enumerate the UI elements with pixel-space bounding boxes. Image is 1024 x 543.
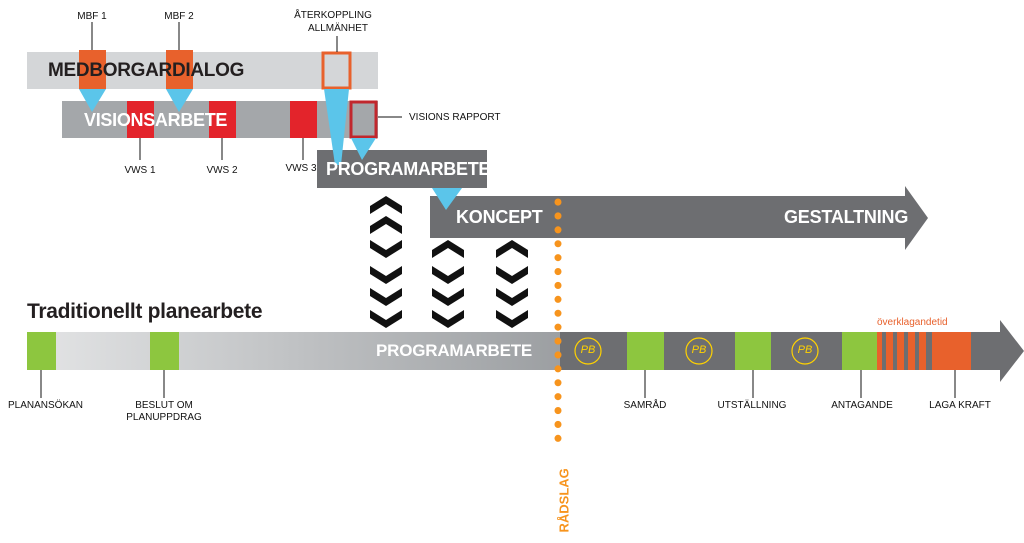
planansokan-marker <box>27 332 56 370</box>
pb-label-1: PB <box>580 344 596 356</box>
utstallning-marker <box>735 332 771 370</box>
medborgardialog-title: MEDBORGARDIALOG <box>48 60 245 81</box>
aterkoppling-label-line2: ALLMÄNHET <box>307 23 369 34</box>
aterkoppling-funnel <box>324 89 349 165</box>
programarbete-box-title: PROGRAMARBETE <box>326 159 491 179</box>
chevron-stack-2 <box>432 240 464 328</box>
traditional-bar-left <box>27 332 560 370</box>
visions-rapport-label: VISIONS RAPPORT <box>409 112 501 123</box>
beslut-label-line2: PLANUPPDRAG <box>126 412 202 423</box>
aterkoppling-label-line1: ÅTERKOPPLING <box>294 10 372 21</box>
vws1-marker <box>127 101 154 138</box>
programarbete-box <box>317 150 487 188</box>
rapport-funnel <box>351 138 376 160</box>
vws3-marker <box>290 101 317 138</box>
mbf1-label: MBF 1 <box>77 11 107 22</box>
vws2-label: VWS 2 <box>206 165 238 176</box>
beslut-marker <box>150 332 179 370</box>
visions-rapport-marker <box>349 100 378 139</box>
mbf2-pointer <box>166 89 193 112</box>
programarbete-pointer <box>432 188 462 210</box>
pb-circle-1 <box>574 337 602 365</box>
koncept-label: KONCEPT <box>456 207 543 227</box>
aterkoppling-marker <box>321 51 352 90</box>
laga-kraft-label: LAGA KRAFT <box>929 400 991 411</box>
traditional-heading: Traditionellt planearbete <box>27 300 263 323</box>
mbf2-label: MBF 2 <box>164 11 194 22</box>
traditional-bar-title: PROGRAMARBETE <box>376 341 533 360</box>
pb-circle-2 <box>685 337 713 365</box>
pb-label-2: PB <box>691 344 707 356</box>
planansokan-label: PLANANSÖKAN <box>8 400 84 411</box>
mbf2-marker <box>166 50 193 89</box>
antagande-marker <box>842 332 877 370</box>
gestaltning-label: GESTALTNING <box>784 207 909 227</box>
mbf1-marker <box>79 50 106 89</box>
appeal-period <box>877 332 939 370</box>
mbf1-pointer <box>79 89 106 112</box>
utstallning-label: UTSTÄLLNING <box>717 400 787 411</box>
beslut-label-line1: BESLUT OM <box>135 400 193 411</box>
chevron-stack-3 <box>496 240 528 328</box>
visionsarbete-title: VISIONSARBETE <box>84 110 228 130</box>
samrad-label: SAMRÅD <box>623 400 667 411</box>
samrad-marker <box>627 332 664 370</box>
vws2-marker <box>209 101 236 138</box>
laga-kraft-marker <box>939 332 971 370</box>
vws1-label: VWS 1 <box>124 165 156 176</box>
chevron-stack-1 <box>370 196 402 328</box>
appeal-period-label: överklagandetid <box>877 317 948 328</box>
antagande-label: ANTAGANDE <box>831 400 893 411</box>
pb-circle-3 <box>791 337 819 365</box>
pb-label-3: PB <box>797 344 813 356</box>
radslag-label: RÅDSLAG <box>556 468 572 533</box>
vws3-label: VWS 3 <box>285 163 317 174</box>
